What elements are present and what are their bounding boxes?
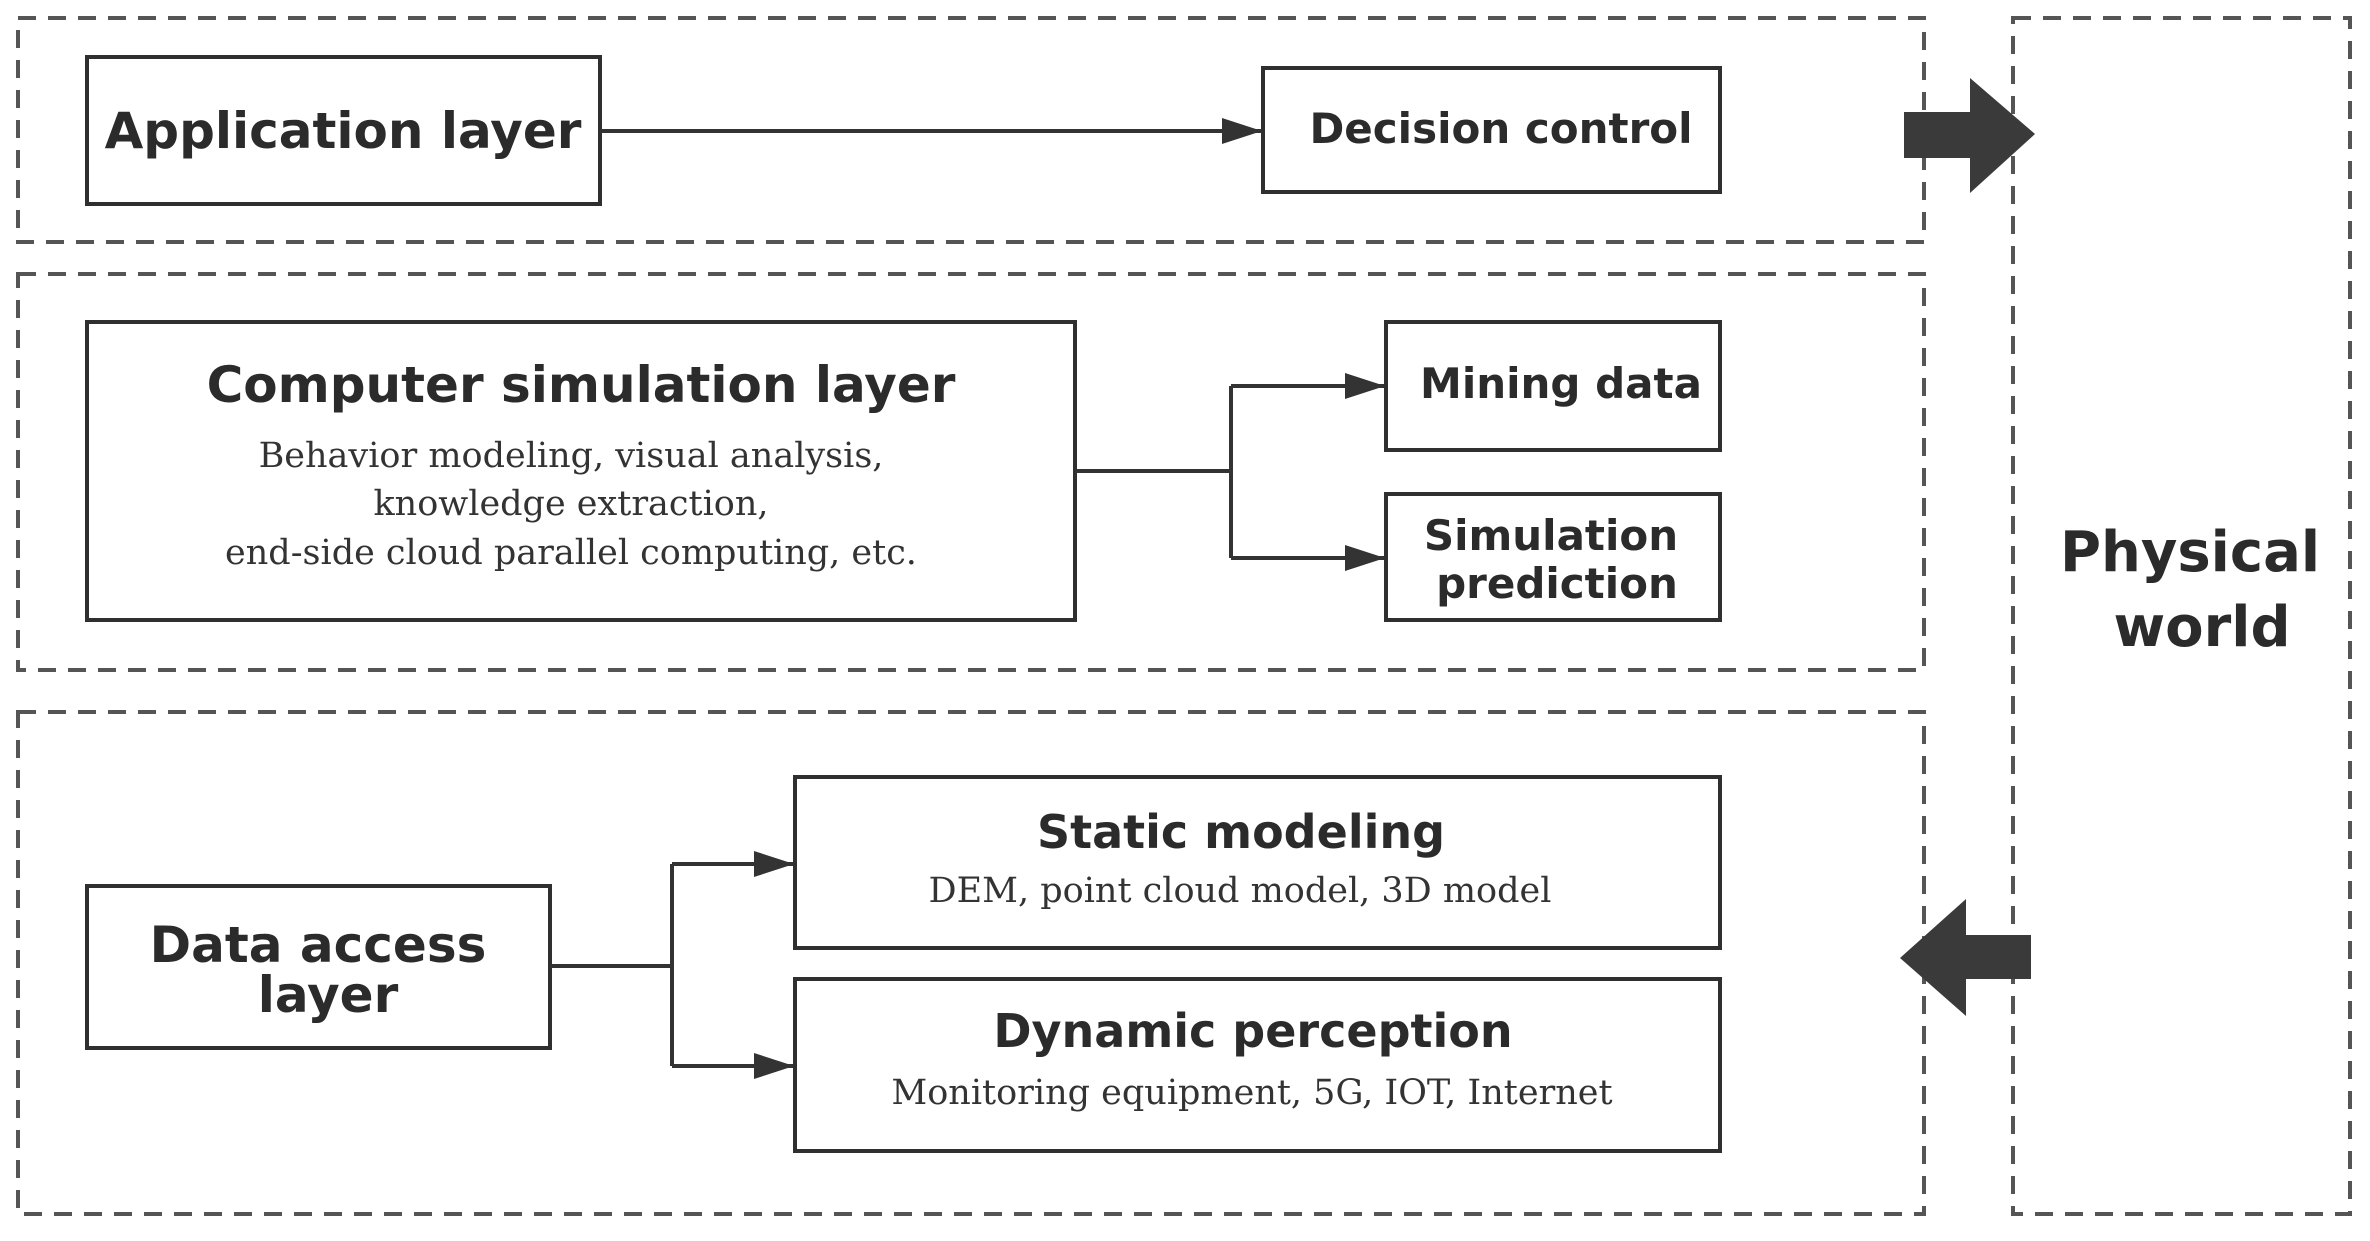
physical-world-label-line2: world (2113, 595, 2290, 660)
simulation-prediction-label-line1: Simulation (1424, 511, 1678, 560)
static-modeling-desc: DEM, point cloud model, 3D model (929, 871, 1552, 911)
physical-world-label-line1: Physical (2060, 520, 2320, 585)
data-access-title-line2: layer (258, 966, 399, 1024)
data-access-layer-group (16, 710, 1926, 1216)
data-access-title-line1: Data access (150, 916, 487, 974)
arrow-right-icon (1904, 78, 2035, 193)
mining-data-box (1384, 320, 1722, 452)
decision-control-box (1261, 66, 1722, 194)
static-modeling-box (793, 775, 1722, 950)
mining-data-label: Mining data (1420, 359, 1702, 408)
simulation-desc-line3: end-side cloud parallel computing, etc. (225, 533, 917, 573)
simulation-desc-line2: knowledge extraction, (373, 484, 768, 524)
dynamic-perception-box (793, 977, 1722, 1153)
application-layer-title: Application layer (105, 102, 582, 160)
simulation-layer-box (85, 320, 1077, 622)
application-layer-box (85, 55, 602, 206)
simulation-desc-line1: Behavior modeling, visual analysis, (259, 436, 884, 476)
dynamic-perception-title: Dynamic perception (993, 1004, 1512, 1058)
static-modeling-title: Static modeling (1037, 805, 1445, 859)
simulation-prediction-label-line2: prediction (1436, 559, 1678, 608)
physical-world-group (2011, 16, 2352, 1216)
dynamic-perception-desc: Monitoring equipment, 5G, IOT, Internet (891, 1073, 1612, 1113)
arrow-left-icon (1900, 899, 2031, 1016)
simulation-prediction-box (1384, 492, 1722, 622)
simulation-layer-title: Computer simulation layer (207, 356, 956, 414)
decision-control-label: Decision control (1309, 104, 1692, 153)
data-access-layer-box (85, 884, 552, 1050)
simulation-layer-group (16, 272, 1926, 672)
